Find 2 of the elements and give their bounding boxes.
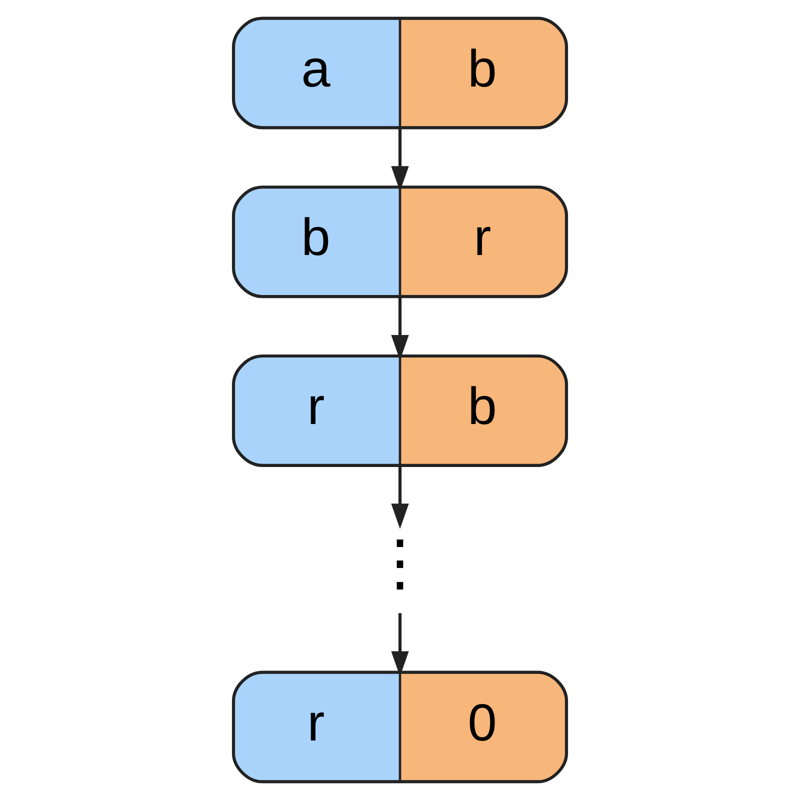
arrow — [391, 466, 409, 529]
node-text: ⋮ — [369, 528, 431, 598]
